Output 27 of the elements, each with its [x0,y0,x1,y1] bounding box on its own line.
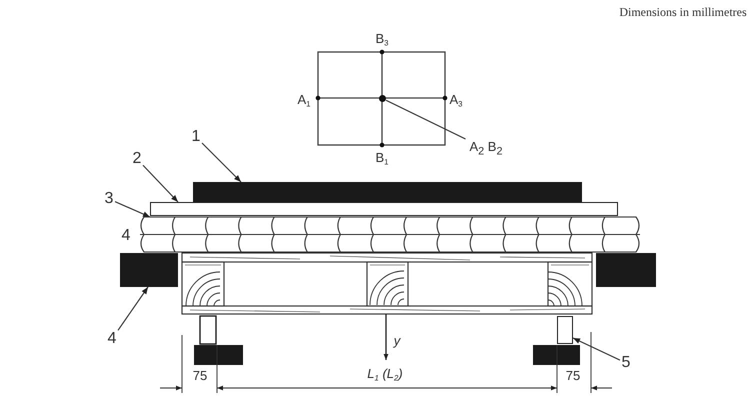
center-point [379,95,386,102]
callout-number: A$_{2}$ B$_{2}$ [462,139,510,159]
leader-line [142,164,178,202]
callout-number: 4 [106,330,118,348]
leader-line [202,142,242,182]
drawing-label: y [394,334,400,347]
block [557,316,573,344]
leader-line [118,286,148,331]
block [120,253,178,287]
leader-line [114,201,150,218]
plate [150,202,618,216]
leader-line [572,338,620,361]
callout-number: 5 [620,354,632,372]
drawing-label: A$_{3}$ [450,93,462,108]
drawing-label: B$_{1}$ [376,151,388,166]
drawing-label: 4 [122,228,130,244]
leader-line [386,100,466,140]
drawing-label: 75 [566,369,580,382]
callout-number: 3 [103,190,115,208]
drawing-label: 75 [192,369,208,382]
callout-number: 1 [190,128,202,146]
drawing-label: B$_{3}$ [376,32,388,48]
dimension-note: Dimensions in millimetres [619,6,747,18]
callout-number: 2 [131,150,143,168]
drawing-label: A$_{1}$ [298,93,310,108]
plate [193,182,582,202]
drawing-label: L$_{1}$ (L$_{2}$) [367,367,403,382]
